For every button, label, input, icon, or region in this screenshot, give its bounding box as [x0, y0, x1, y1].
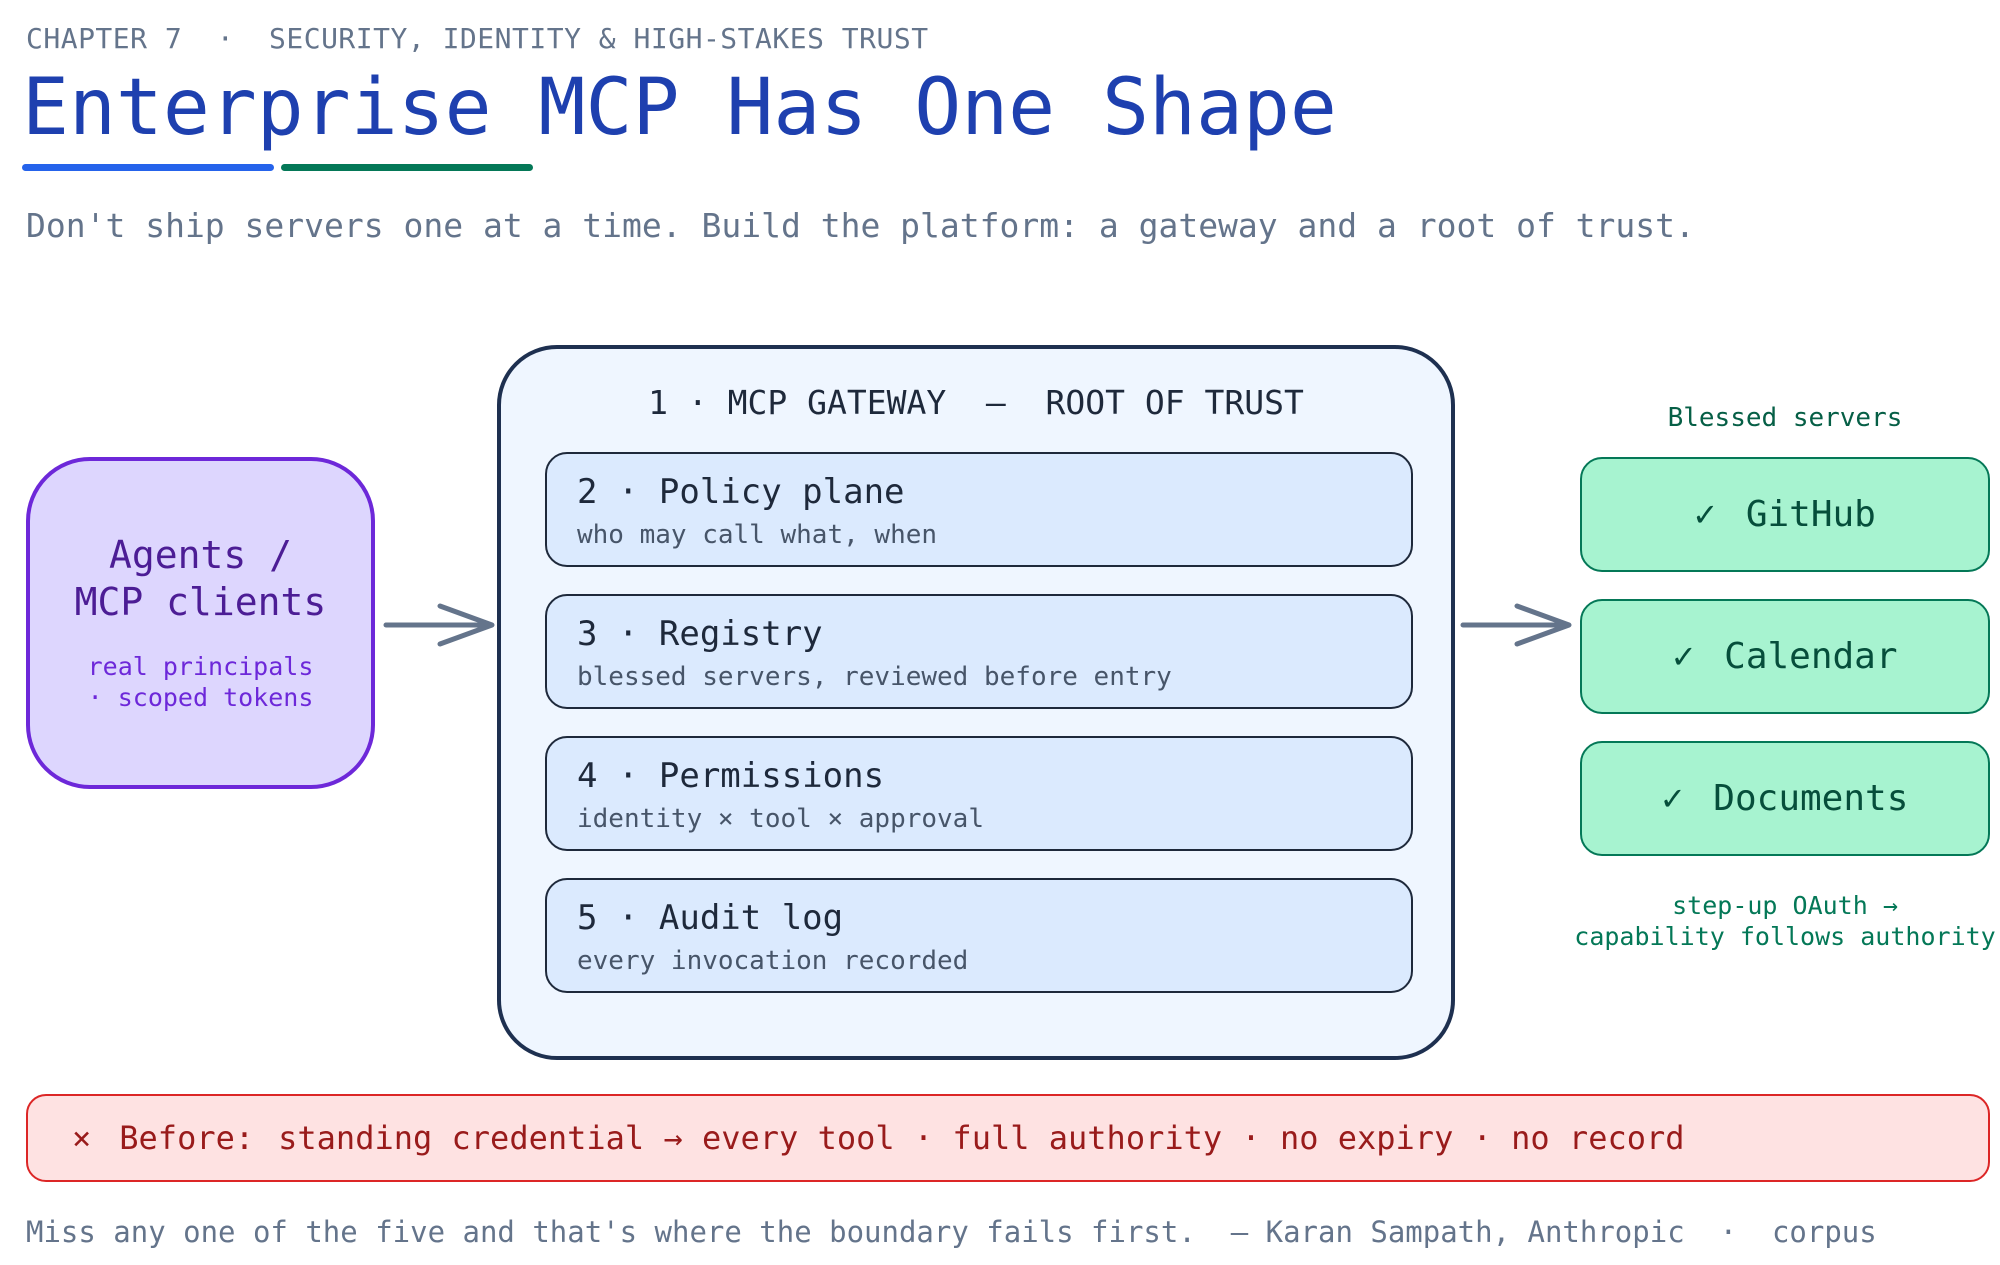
agents-node-subtitle: real principals · scoped tokens: [87, 652, 314, 713]
check-icon: ✓: [1661, 778, 1684, 819]
title-underline-blue: [22, 164, 274, 171]
layer-policy-plane: 2 · Policy plane who may call what, when: [545, 452, 1413, 567]
title-underline-green: [281, 164, 533, 171]
agents-node: Agents / MCP clients real principals · s…: [26, 457, 375, 789]
gateway-title: 1 · MCP GATEWAY — ROOT OF TRUST: [648, 383, 1304, 422]
check-icon: ✓: [1672, 636, 1695, 677]
before-text: standing credential → every tool · full …: [278, 1119, 1685, 1157]
agents-node-title: Agents / MCP clients: [74, 533, 327, 624]
layer-name: 2 · Policy plane: [577, 472, 905, 512]
layer-description: who may call what, when: [577, 520, 938, 550]
page-title: Enterprise MCP Has One Shape: [22, 63, 1337, 153]
check-icon: ✓: [1694, 494, 1716, 535]
layer-name: 5 · Audit log: [577, 898, 844, 938]
before-warning-banner: × Before: standing credential → every tool…: [26, 1094, 1990, 1182]
layer-description: identity × tool × approval: [577, 804, 984, 834]
layer-permissions: 4 · Permissions identity × tool × approv…: [545, 736, 1413, 851]
chapter-kicker: CHAPTER 7 · SECURITY, IDENTITY & HIGH-ST…: [26, 22, 929, 55]
page-subtitle: Don't ship servers one at a time. Build …: [26, 206, 1695, 245]
arrow-gateway-to-servers: [1460, 603, 1572, 647]
blessed-servers-label: Blessed servers: [1667, 403, 1903, 433]
server-calendar: ✓ Calendar: [1580, 599, 1990, 714]
layer-registry: 3 · Registry blessed servers, reviewed b…: [545, 594, 1413, 709]
step-up-oauth-note: step-up OAuth → capability follows autho…: [1574, 891, 1996, 952]
mcp-gateway: 1 · MCP GATEWAY — ROOT OF TRUST 2 · Poli…: [497, 345, 1455, 1060]
layer-description: every invocation recorded: [577, 946, 969, 976]
before-label: Before:: [119, 1119, 255, 1157]
cross-icon: ×: [72, 1119, 92, 1157]
server-name: Calendar: [1724, 636, 1898, 677]
layer-name: 3 · Registry: [577, 614, 823, 654]
footer-quote: Miss any one of the five and that's wher…: [26, 1215, 1877, 1249]
server-documents: ✓ Documents: [1580, 741, 1990, 856]
layer-audit-log: 5 · Audit log every invocation recorded: [545, 878, 1413, 993]
arrow-agents-to-gateway: [383, 603, 495, 647]
layer-description: blessed servers, reviewed before entry: [577, 662, 1172, 692]
server-name: GitHub: [1745, 494, 1876, 535]
server-name: Documents: [1713, 778, 1909, 819]
layer-name: 4 · Permissions: [577, 756, 885, 796]
server-github: ✓ GitHub: [1580, 457, 1990, 572]
